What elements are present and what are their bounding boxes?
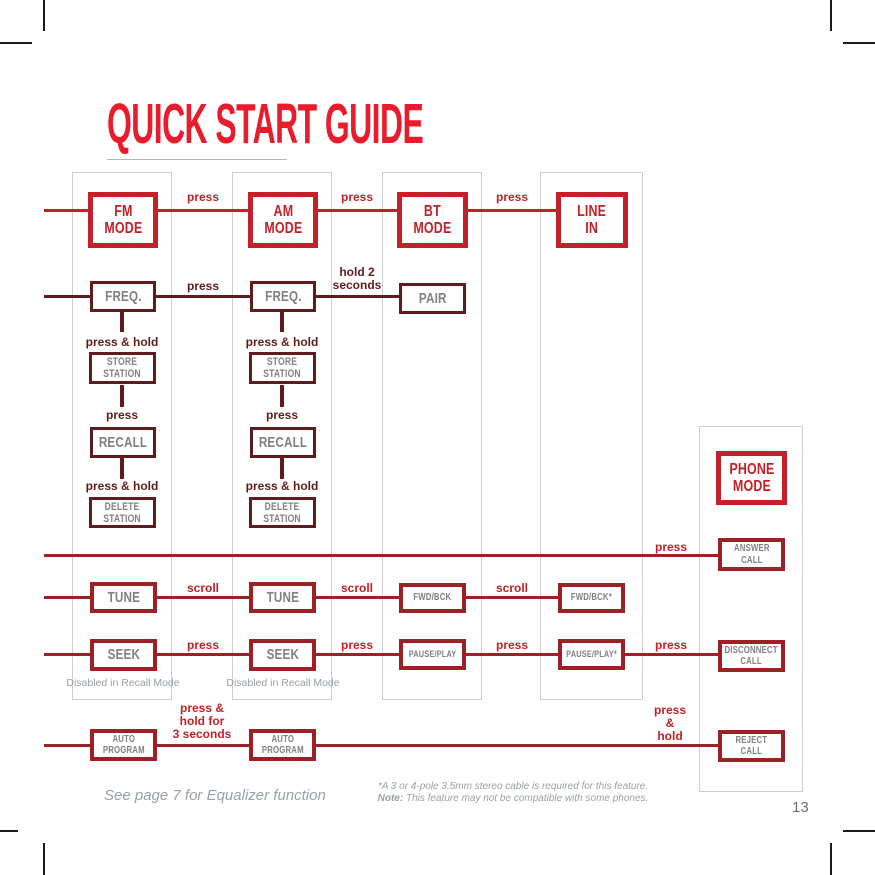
connector-store-recall <box>280 385 284 407</box>
crop-mark <box>843 42 875 44</box>
title-underline <box>107 159 287 160</box>
disabled-recall-note: Disabled in Recall Mode <box>226 677 340 689</box>
fm-mode-label: FM <box>113 203 133 220</box>
fm-freq-box: FREQ. <box>90 281 156 312</box>
connector-recall-delete <box>280 458 284 479</box>
connector-seek-seek <box>157 653 249 656</box>
crop-mark <box>0 42 32 44</box>
connector-tune-fwdbck <box>316 596 399 599</box>
scroll-label: scroll <box>186 581 219 595</box>
press-label: press <box>265 408 299 422</box>
crop-mark <box>43 0 45 31</box>
connector-bt-linein <box>468 209 556 212</box>
connector-auto-auto <box>157 744 249 747</box>
am-freq-box: FREQ. <box>250 281 316 312</box>
connector-entry-freq <box>44 295 90 298</box>
equalizer-note: See page 7 for Equalizer function <box>104 787 326 804</box>
connector-entry-fm <box>44 209 88 212</box>
connector-tune-tune <box>157 596 249 599</box>
phone-column <box>699 426 803 792</box>
line-in-column <box>540 172 643 700</box>
page-title: QUICK START GUIDE <box>107 92 424 156</box>
am-mode-label: AM <box>273 203 293 220</box>
connector-recall-delete <box>120 458 124 479</box>
scroll-label: scroll <box>340 581 373 595</box>
connector-freq-store <box>280 312 284 332</box>
crop-mark <box>43 843 45 875</box>
press-and-hold-label: press&hold <box>653 703 687 743</box>
connector-pauseplay-disconnect <box>625 653 718 656</box>
press-and-hold-label: press & hold <box>85 335 159 349</box>
press-label: press <box>654 540 688 554</box>
crop-mark <box>843 830 875 832</box>
press-label: press <box>186 638 220 652</box>
am-seek-box: SEEK <box>249 639 316 671</box>
press-label: press <box>340 190 374 204</box>
bt-mode-label: BT <box>424 203 441 220</box>
cable-footnote: *A 3 or 4-pole 3.5mm stereo cable is req… <box>377 781 649 804</box>
scroll-label: scroll <box>495 581 528 595</box>
am-tune-box: TUNE <box>249 582 316 613</box>
am-recall-box: RECALL <box>250 427 316 458</box>
bt-column <box>382 172 482 700</box>
connector-entry-seek <box>44 653 90 656</box>
page-number: 13 <box>792 799 809 816</box>
fwd-bck-box: FWD/BCK <box>399 583 466 613</box>
phone-mode-label: PHONE <box>728 461 775 478</box>
pause-play-star-box: PAUSE/PLAY* <box>558 639 625 670</box>
connector-seek-pauseplay <box>316 653 399 656</box>
press-label: press <box>186 190 220 204</box>
crop-mark <box>0 830 18 832</box>
connector-freq-pair <box>316 295 399 298</box>
press-and-hold-label: press & hold <box>85 479 159 493</box>
connector-entry-tune <box>44 596 90 599</box>
connector-am-bt <box>318 209 397 212</box>
press-label: press <box>105 408 139 422</box>
connector-fm-am <box>158 209 248 212</box>
connector-store-recall <box>120 385 124 407</box>
press-label: press <box>654 638 688 652</box>
press-label: press <box>495 638 529 652</box>
press-label: press <box>340 638 374 652</box>
fm-recall-box: RECALL <box>90 427 156 458</box>
pair-box: PAIR <box>399 283 466 314</box>
am-column <box>232 172 332 700</box>
connector-auto-reject <box>316 744 718 747</box>
disabled-recall-note: Disabled in Recall Mode <box>66 677 180 689</box>
fm-tune-box: TUNE <box>90 582 157 613</box>
pause-play-box: PAUSE/PLAY <box>399 639 466 670</box>
press-and-hold-label: press & hold <box>245 335 319 349</box>
crop-mark <box>830 843 832 875</box>
press-and-hold-label: press & hold <box>245 479 319 493</box>
press-label: press <box>495 190 529 204</box>
fwd-bck-star-box: FWD/BCK* <box>558 583 625 613</box>
connector-freq-store <box>120 312 124 332</box>
fm-seek-box: SEEK <box>90 639 157 671</box>
press-label: press <box>186 279 220 293</box>
connector-freq-freq <box>156 295 250 298</box>
connector-entry-autoprogram <box>44 744 90 747</box>
crop-mark <box>830 0 832 31</box>
connector-fwdbck-fwdbck <box>466 596 558 599</box>
fm-column <box>72 172 172 700</box>
line-in-label: LINE <box>577 203 607 220</box>
connector-pauseplay-pauseplay <box>466 653 558 656</box>
connector-answer-call <box>44 554 718 557</box>
